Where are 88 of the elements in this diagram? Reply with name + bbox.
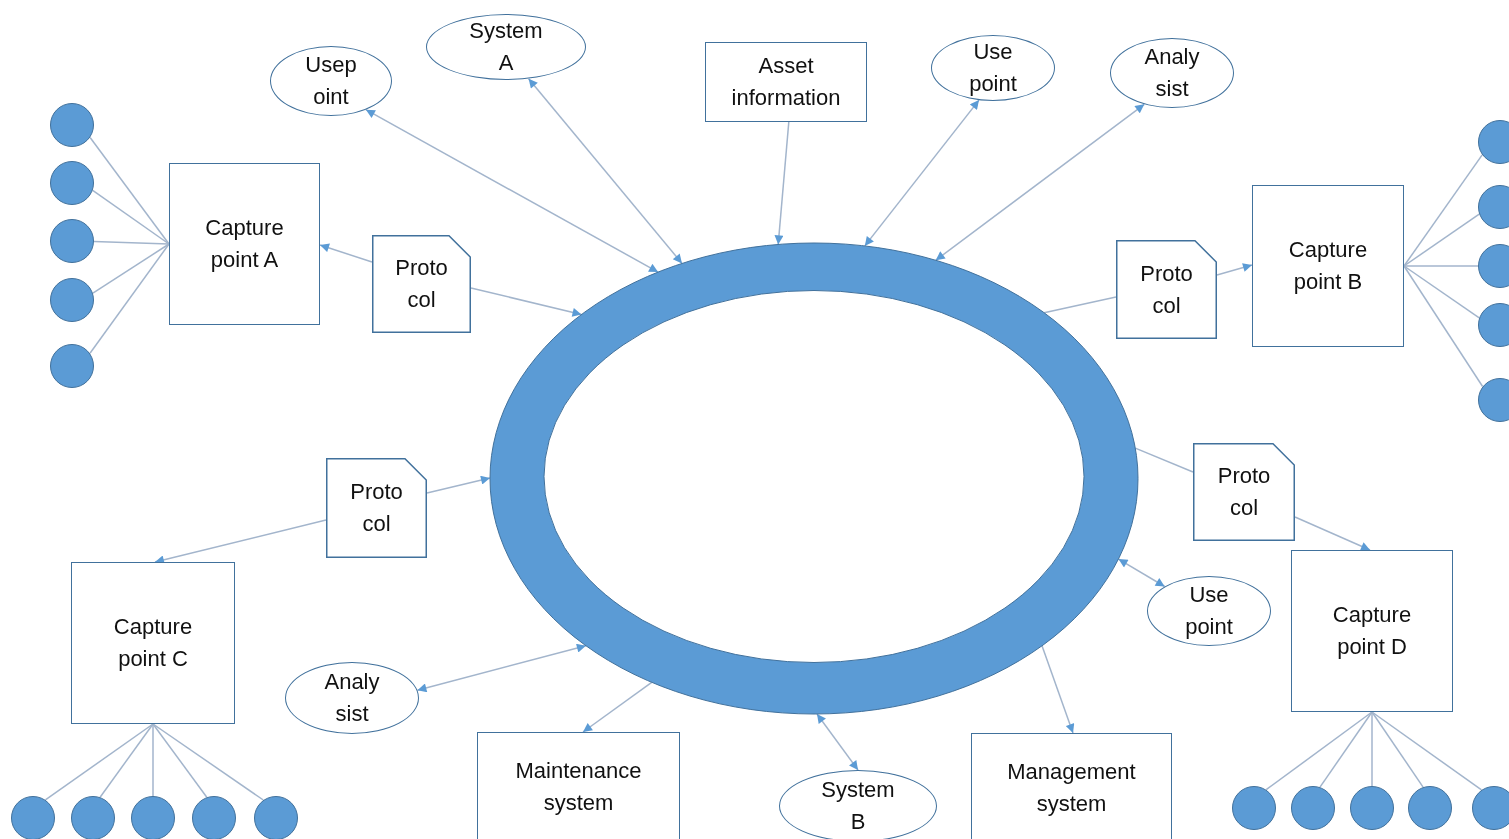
connector-line [1371,711,1373,787]
endpoint-circle [1232,786,1276,830]
endpoint-circle [1350,786,1394,830]
node-label: Use point [1184,581,1234,641]
document-shape [372,235,471,333]
connector-line [1319,711,1373,788]
connector-line [1371,711,1424,788]
arrow [416,643,587,693]
arrow [582,681,653,733]
process-box [705,42,867,122]
node-label: Proto col [1216,462,1272,522]
arrow [1294,516,1371,551]
document-shape [326,458,427,558]
connector-line [92,243,170,294]
connector-line [152,723,208,798]
arrow [816,713,859,771]
node-label: Proto col [349,478,404,538]
process-box [1252,185,1404,347]
arrow [934,103,1146,262]
node-label: Proto col [1139,259,1194,320]
arrow [154,519,327,565]
endpoint-circle [1478,378,1509,422]
endpoint-circle [50,278,94,322]
process-box [971,733,1172,839]
process-box [71,562,235,724]
connector-line [1403,154,1483,267]
document-shape [1193,443,1295,541]
endpoint-circle [1478,303,1509,347]
endpoint-circle [254,796,298,839]
endpoint-circle [71,796,115,839]
connector-line [99,723,154,798]
connector-line [1134,447,1194,473]
endpoint-circle [1291,786,1335,830]
node-label: Capture point B [1287,236,1369,296]
endpoint-circle [50,344,94,388]
connector-line [93,240,170,245]
process-box [477,732,680,839]
node-label: Analy sist [323,668,381,728]
arrow [470,287,583,317]
connector-line [89,136,170,245]
endpoint-circle [50,161,94,205]
node-label: Use point [968,38,1018,98]
arrow [365,108,659,273]
connector-line [1403,265,1480,319]
node-label: Capture point A [204,214,285,274]
node-label: Usep oint [304,51,358,111]
connector-line [1043,296,1117,314]
node-label: Capture point D [1331,601,1413,661]
endpoint-circle [50,103,94,147]
arrow [426,475,491,494]
arrow [527,77,683,265]
endpoint-circle [131,796,175,839]
node-label: Asset information [730,52,842,112]
connector-line [1403,265,1479,267]
arrow [1216,263,1253,276]
arrow [1041,645,1075,734]
node-label: System B [820,776,896,836]
endpoint-circle [1472,786,1509,830]
node-label: Analy sist [1143,43,1201,103]
node-label: Maintenance system [514,757,643,817]
endpoint-circle [1408,786,1452,830]
endpoint-circle [1478,120,1509,164]
ring-shape [490,243,1138,714]
connector-line [152,723,265,801]
node-label: System A [468,17,544,77]
connector-line [91,189,170,245]
arrow [319,243,373,263]
process-box [1291,550,1453,712]
endpoint-circle [1478,185,1509,229]
connector-line [1403,265,1484,388]
connector-line [89,243,170,355]
node-label: Management system [1006,758,1137,818]
arrow [774,121,790,246]
arrow [864,99,980,247]
node-label: Proto col [394,254,449,314]
connector-line [1265,711,1373,791]
connector-line [1371,711,1483,791]
arrow [1117,558,1166,588]
endpoint-circle [50,219,94,263]
endpoint-circle [11,796,55,839]
endpoint-circle [1478,244,1509,288]
process-box [169,163,320,325]
node-label: Capture point C [112,613,194,673]
connector-line [1403,213,1480,267]
connector-line [44,723,154,801]
endpoint-circle [192,796,236,839]
connector-line [152,723,154,797]
document-shape [1116,240,1217,339]
